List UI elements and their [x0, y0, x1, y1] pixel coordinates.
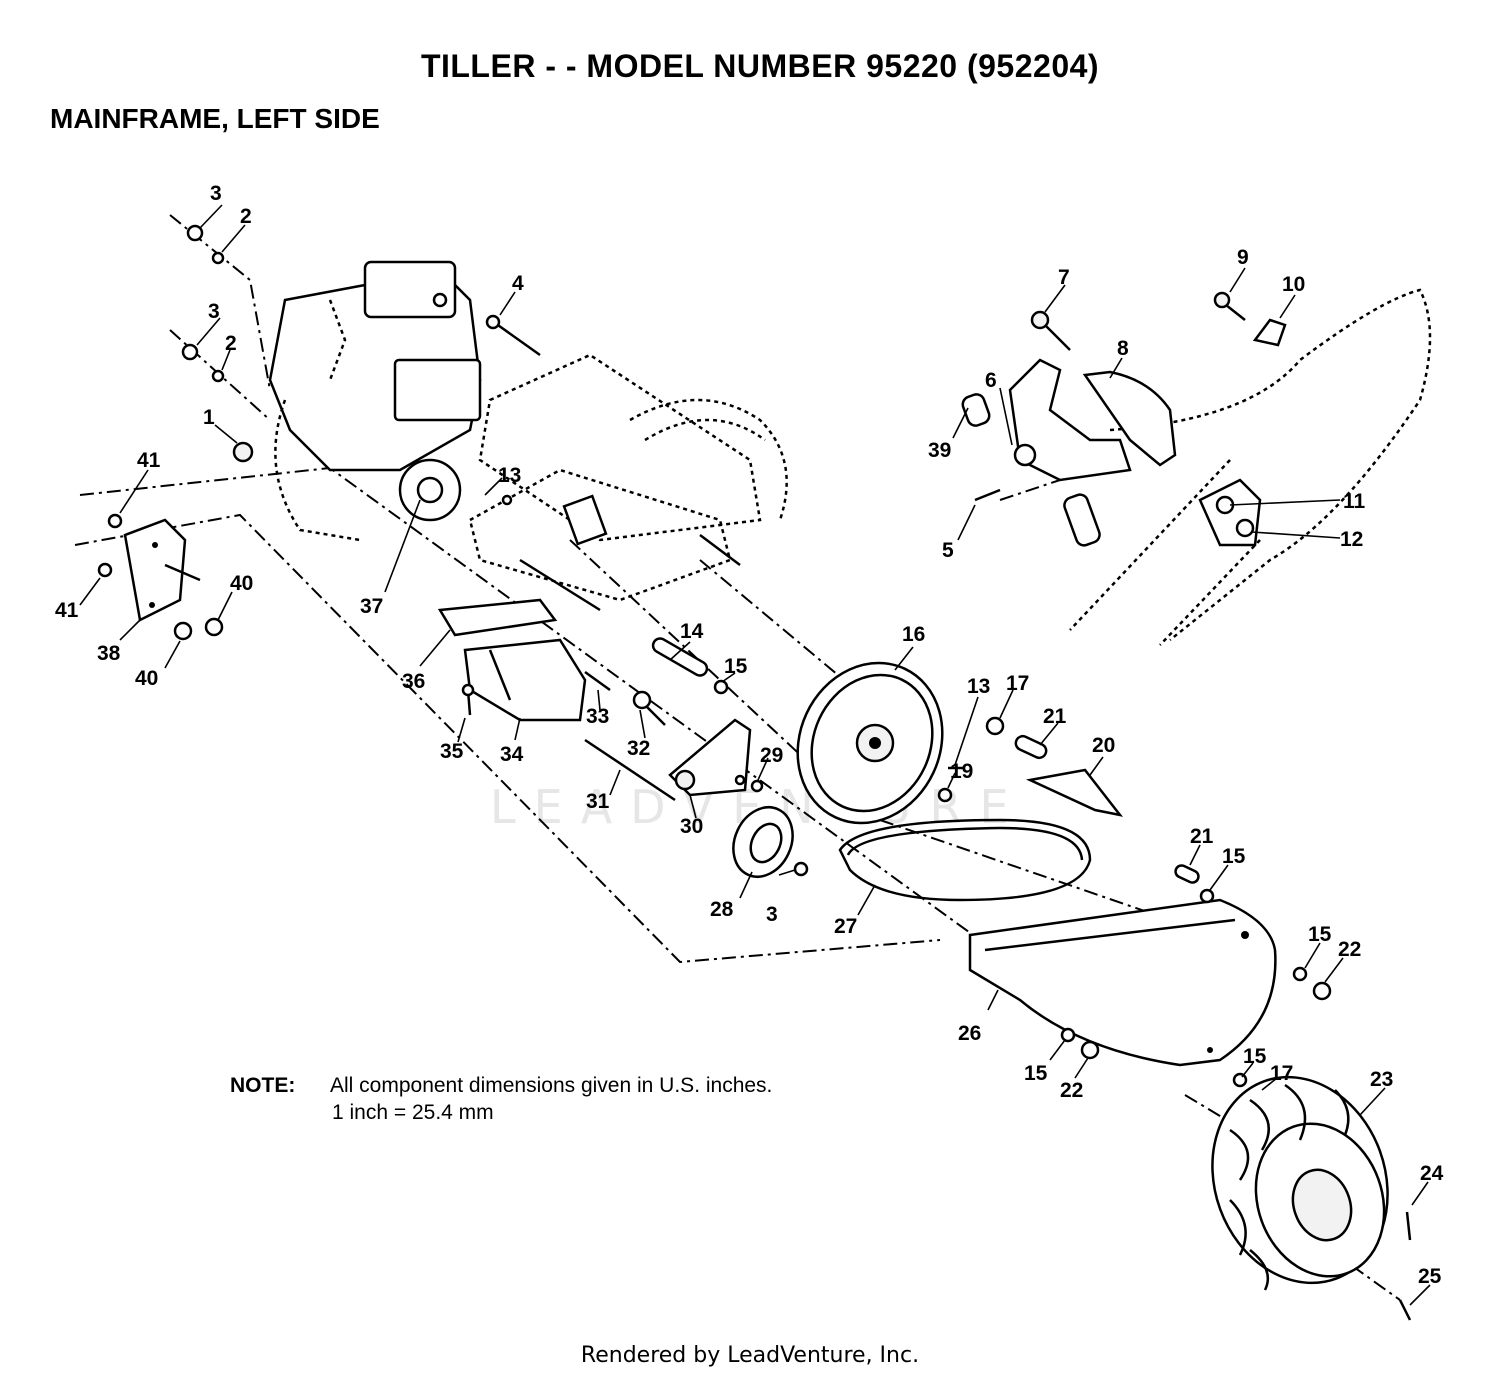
callout-4: 4 [512, 272, 524, 295]
callout-15: 15 [1243, 1045, 1267, 1068]
callout-21: 21 [1190, 825, 1214, 848]
callout-27: 27 [834, 915, 857, 938]
callout-36: 36 [402, 670, 425, 693]
bracket-38 [97, 224, 254, 641]
callout-25: 25 [1418, 1265, 1442, 1288]
callout-40: 40 [230, 572, 253, 595]
note-line-1: All component dimensions given in U.S. i… [330, 1074, 773, 1097]
diagram-title: TILLER - - MODEL NUMBER 95220 (952204) [420, 48, 1100, 84]
callout-41: 41 [55, 599, 79, 622]
dimension-note: NOTE: All component dimensions given in U… [230, 1072, 772, 1126]
bolts-33-35 [461, 670, 611, 716]
callout-2: 2 [240, 205, 252, 228]
wheel-23 [1211, 1075, 1412, 1321]
handle-assembly [961, 288, 1432, 646]
rod-31 [584, 738, 676, 802]
callout-3: 3 [766, 903, 778, 926]
mainframe [468, 353, 788, 612]
callout-20: 20 [1092, 734, 1115, 757]
diagram-subtitle: MAINFRAME, LEFT SIDE [50, 103, 380, 134]
callout-5: 5 [942, 539, 954, 562]
callout-2: 2 [225, 332, 237, 355]
callout-29: 29 [760, 744, 783, 767]
callout-22: 22 [1060, 1079, 1083, 1102]
callout-9: 9 [1237, 246, 1249, 269]
callout-24: 24 [1420, 1162, 1444, 1185]
idler-pulley-28 [732, 806, 809, 878]
callout-38: 38 [97, 642, 121, 665]
callout-15: 15 [724, 655, 748, 678]
callout-labels: 3 2 3 2 1 4 41 41 40 40 38 37 13 36 35 3… [55, 182, 1444, 1288]
callout-22: 22 [1338, 938, 1361, 961]
belt-27 [838, 818, 1092, 902]
callout-26: 26 [958, 1022, 981, 1045]
callout-7: 7 [1058, 266, 1070, 289]
idler-bracket-30 [668, 718, 764, 797]
callout-30: 30 [680, 815, 703, 838]
callout-34: 34 [500, 743, 524, 766]
pulley-16 [796, 661, 944, 825]
callout-11: 11 [1343, 490, 1366, 513]
bolt-32 [632, 690, 666, 726]
callout-41: 41 [137, 449, 161, 472]
callout-28: 28 [710, 898, 734, 921]
callout-40: 40 [135, 667, 158, 690]
callout-3: 3 [208, 300, 220, 323]
callout-3: 3 [210, 182, 222, 205]
bolt-4 [485, 314, 541, 357]
callout-13: 13 [967, 675, 990, 698]
callout-19: 19 [950, 760, 973, 783]
callout-15: 15 [1222, 845, 1246, 868]
leader-lines [79, 204, 1431, 1306]
callout-1: 1 [203, 406, 215, 429]
callout-23: 23 [1370, 1068, 1393, 1091]
callout-15: 15 [1024, 1062, 1048, 1085]
callout-17: 17 [1270, 1062, 1293, 1085]
callout-31: 31 [586, 790, 610, 813]
note-line-2: 1 inch = 25.4 mm [332, 1101, 494, 1124]
callout-32: 32 [627, 737, 650, 760]
shaft-14 [651, 637, 709, 677]
callout-15: 15 [1308, 923, 1332, 946]
callout-13: 13 [498, 464, 521, 487]
belt-guard-26 [968, 898, 1277, 1067]
engine [268, 260, 482, 542]
callout-8: 8 [1117, 337, 1129, 360]
callout-35: 35 [440, 740, 464, 763]
callout-39: 39 [928, 439, 951, 462]
depth-bar-34 [463, 638, 587, 722]
callout-21: 21 [1043, 705, 1067, 728]
callout-37: 37 [360, 595, 383, 618]
callout-16: 16 [902, 623, 925, 646]
callout-33: 33 [586, 705, 609, 728]
note-label: NOTE: [230, 1074, 296, 1097]
belt-guard-hardware [501, 494, 1332, 1104]
callout-14: 14 [680, 620, 704, 643]
callout-17: 17 [1006, 672, 1029, 695]
callout-10: 10 [1282, 273, 1305, 296]
skid-plate-36 [437, 598, 558, 637]
footer-credit: Rendered by LeadVenture, Inc. [580, 1343, 920, 1368]
callout-12: 12 [1340, 528, 1363, 551]
callout-6: 6 [985, 369, 997, 392]
